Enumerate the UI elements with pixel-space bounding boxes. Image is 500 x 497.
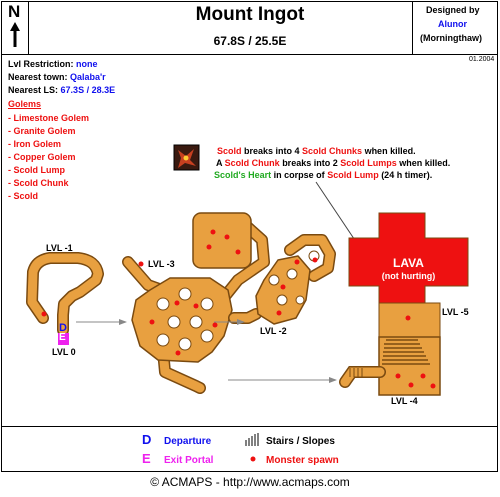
note3-text: in corpse of <box>271 170 328 180</box>
note2-text: breaks into 2 <box>279 158 341 168</box>
exit-marker <box>58 333 69 345</box>
designed-by-label: Designed by <box>426 5 480 15</box>
note2-lumps: Scold Lumps <box>340 158 397 168</box>
note1-chunks: Scold Chunks <box>302 146 363 156</box>
map-date: 01.2004 <box>469 56 495 63</box>
compass-divider <box>28 1 29 54</box>
monster-list-item: - Scold Lump <box>8 165 65 175</box>
note1-text: breaks into 4 <box>241 146 303 156</box>
legend-spawn-label: Monster spawn <box>266 455 339 466</box>
note-chunk: A Scold Chunk breaks into 2 Scold Lumps … <box>216 158 450 168</box>
nearest-lifestone-value: 67.3S / 28.3E <box>60 85 116 95</box>
lava-subtitle: (not hurting) <box>381 271 436 281</box>
map-title: Mount Ingot <box>195 4 305 25</box>
header-divider <box>1 54 498 55</box>
note2-end: when killed. <box>396 158 451 168</box>
monster-list-item: - Scold Chunk <box>8 178 69 188</box>
note1-scold: Scold <box>217 146 242 156</box>
nearest-lifestone-label: Nearest LS: <box>8 85 59 95</box>
level-label-minus3: LVL -3 <box>148 259 175 269</box>
nearest-lifestone: Nearest LS: 67.3S / 28.3E <box>8 85 115 95</box>
spawn-legend-icon <box>250 456 256 462</box>
note1-end: when killed. <box>362 146 416 156</box>
departure-marker: D <box>59 322 67 334</box>
lava-title: LAVA <box>393 256 424 270</box>
note3-heart: Scold's Heart <box>214 170 272 180</box>
note3-end: (24 h timer). <box>378 170 433 180</box>
exit-marker-letter: E <box>59 332 66 343</box>
monster-spawn-points <box>41 229 436 389</box>
note-scold: Scold breaks into 4 Scold Chunks when ki… <box>217 146 416 156</box>
level-label-0: LVL 0 <box>52 347 76 357</box>
legend-departure-letter: D <box>142 432 152 447</box>
monster-list-item: - Scold <box>8 191 39 201</box>
nearest-town-value: Qalaba'r <box>70 72 106 82</box>
level-1-corridor <box>26 252 104 336</box>
level-label-minus5: LVL -5 <box>442 307 469 317</box>
note2-start: A <box>216 158 225 168</box>
monster-list-item: - Copper Golem <box>8 152 76 162</box>
credits-divider <box>412 1 413 54</box>
map-frame <box>1 1 498 472</box>
compass-letter: N <box>8 2 21 21</box>
legend-exit-letter: E <box>142 451 151 466</box>
note2-chunk: Scold Chunk <box>224 158 280 168</box>
level-label-minus1: LVL -1 <box>46 243 73 253</box>
monster-heading: Golems <box>8 99 42 109</box>
nearest-town: Nearest town: Qalaba'r <box>8 72 106 82</box>
legend-stairs-label: Stairs / Slopes <box>266 436 335 447</box>
legend-departure-label: Departure <box>164 436 212 447</box>
author-name: Alunor <box>438 19 467 29</box>
note3-lump: Scold Lump <box>327 170 379 180</box>
nearest-town-label: Nearest town: <box>8 72 68 82</box>
level-label-minus2: LVL -2 <box>260 326 287 336</box>
legend-exit-label: Exit Portal <box>164 455 214 466</box>
note-heart: Scold's Heart in corpse of Scold Lump (2… <box>214 170 432 180</box>
lava-area <box>339 212 469 396</box>
level-label-minus4: LVL -4 <box>391 396 418 406</box>
legend-divider <box>1 426 498 427</box>
server-name: (Morningthaw) <box>420 33 482 43</box>
level-3-complex <box>122 212 270 394</box>
lvl-restriction-label: Lvl Restriction: <box>8 59 74 69</box>
lvl-restriction: Lvl Restriction: none <box>8 59 98 69</box>
lvl-restriction-value: none <box>76 59 98 69</box>
copyright-footer: © ACMAPS - http://www.acmaps.com <box>150 475 350 489</box>
stairs-icon <box>245 433 259 446</box>
monster-list-item: - Iron Golem <box>8 139 62 149</box>
level-2-complex <box>228 234 336 325</box>
monster-list-item: - Limestone Golem <box>8 113 90 123</box>
map-coordinates: 67.8S / 25.5E <box>213 34 287 48</box>
monster-list-item: - Granite Golem <box>8 126 76 136</box>
